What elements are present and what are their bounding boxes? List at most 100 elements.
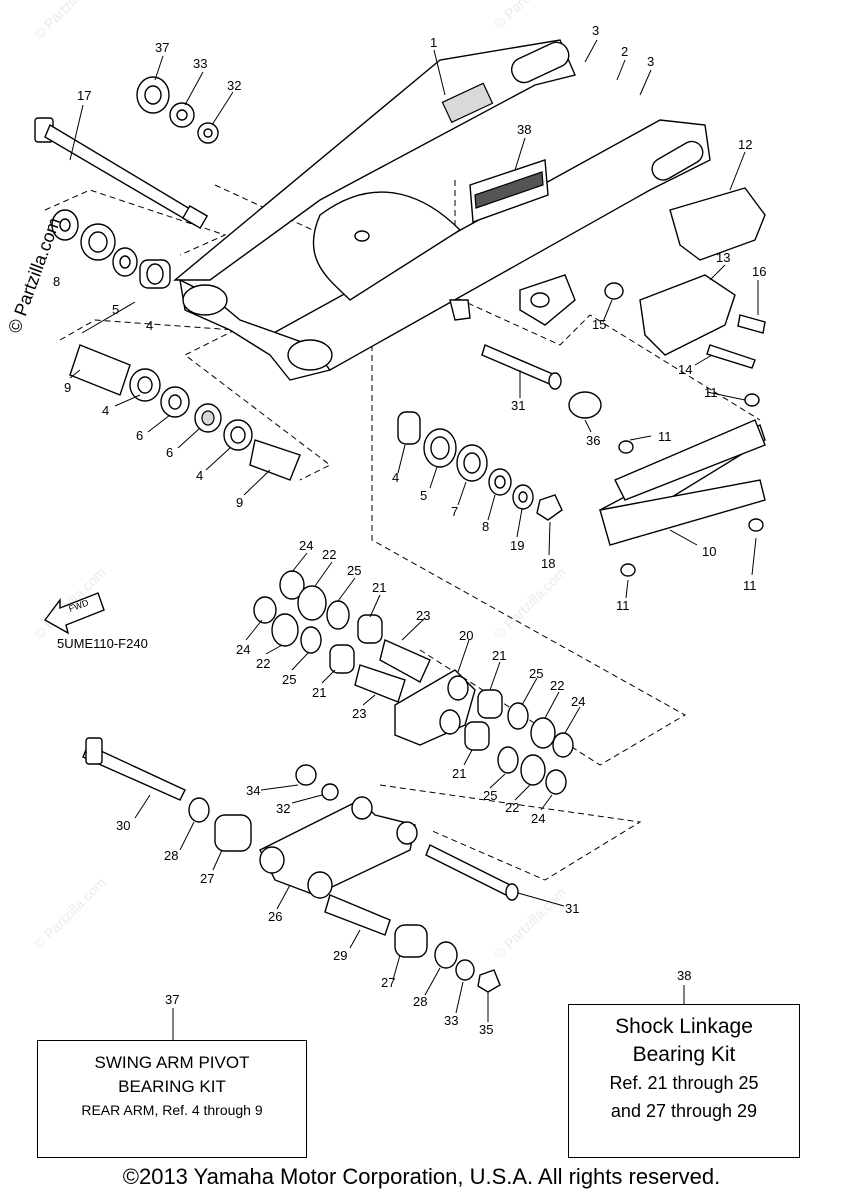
callout-17: 17 xyxy=(77,88,91,103)
callout-7: 7 xyxy=(451,504,458,519)
callout-37: 37 xyxy=(165,992,179,1007)
callout-6: 6 xyxy=(136,428,143,443)
callout-24: 24 xyxy=(236,642,250,657)
swing-arm-kit-line1: SWING ARM PIVOT xyxy=(94,1053,250,1072)
callout-11: 11 xyxy=(704,385,718,400)
callout-35: 37 xyxy=(155,40,169,55)
swing-arm-kit-box: SWING ARM PIVOT BEARING KIT REAR ARM, Re… xyxy=(37,1040,307,1158)
shock-kit-line1: Shock Linkage xyxy=(615,1015,753,1038)
callout-25: 25 xyxy=(347,563,361,578)
swing-arm-kit-line2: BEARING KIT xyxy=(118,1077,226,1096)
watermark-text: © Partzilla.com xyxy=(31,874,109,952)
shock-kit-line3: Ref. 21 through 25 xyxy=(609,1073,759,1093)
callout-5: 5 xyxy=(112,302,119,317)
callout-4: 4 xyxy=(102,403,109,418)
watermarks: © Partzilla.com © Partzilla.com © Partzi… xyxy=(31,0,569,962)
callout-28: 28 xyxy=(164,848,178,863)
callout-15: 15 xyxy=(592,317,606,332)
callout-31: 31 xyxy=(511,398,525,413)
copyright-notice: ©2013 Yamaha Motor Corporation, U.S.A. A… xyxy=(122,1164,721,1189)
callout-3: 3 xyxy=(647,54,654,69)
fwd-arrow-icon: FWD xyxy=(43,592,105,635)
watermark-text: © Partzilla.com xyxy=(491,0,569,32)
callout-4: 4 xyxy=(392,470,399,485)
callout-9: 9 xyxy=(236,495,243,510)
callout-21: 21 xyxy=(452,766,466,781)
callout-16: 16 xyxy=(752,264,766,279)
watermark-text: © Partzilla.com xyxy=(31,0,109,42)
callout-25: 25 xyxy=(282,672,296,687)
callout-12: 12 xyxy=(738,137,752,152)
callout-25: 25 xyxy=(529,666,543,681)
callout-21: 21 xyxy=(312,685,326,700)
swing-arm xyxy=(173,39,711,381)
callout-33: 33 xyxy=(193,56,207,71)
callout-2: 2 xyxy=(621,44,628,59)
callout-4: 4 xyxy=(146,318,153,333)
shock-kit-line4: and 27 through 29 xyxy=(610,1101,758,1121)
callout-24: 24 xyxy=(299,538,313,553)
shock-kit-box: Shock Linkage Bearing Kit Ref. 21 throug… xyxy=(568,1004,800,1158)
callout-31: 31 xyxy=(565,901,579,916)
callout-26: 26 xyxy=(268,909,282,924)
callout-32: 32 xyxy=(227,78,241,93)
callout-9: 9 xyxy=(64,380,71,395)
callout-38: 38 xyxy=(677,968,691,983)
callout-21: 21 xyxy=(492,648,506,663)
callout-18: 18 xyxy=(541,556,555,571)
chain-guides xyxy=(604,187,766,369)
diagram-code: 5UME110-F240 xyxy=(57,636,148,651)
callout-21: 21 xyxy=(372,580,386,595)
callout-11: 11 xyxy=(658,429,672,444)
pivot-shaft xyxy=(34,117,209,230)
callout-numbers: 1 2 3 3 4 4 4 4 5 5 6 6 7 8 8 9 9 10 11 … xyxy=(53,23,766,1037)
callout-34: 36 xyxy=(586,433,600,448)
callout-22: 22 xyxy=(550,678,564,693)
callout-33: 35 xyxy=(479,1022,493,1037)
callout-3: 3 xyxy=(592,23,599,38)
callout-25: 25 xyxy=(483,788,497,803)
callout-5: 5 xyxy=(420,488,427,503)
chain-slider xyxy=(599,393,766,577)
callout-32: 33 xyxy=(444,1013,458,1028)
callout-28: 28 xyxy=(413,994,427,1009)
callout-23: 23 xyxy=(416,608,430,623)
callout-29: 29 xyxy=(333,948,347,963)
callout-11: 11 xyxy=(743,578,757,593)
pivot-bolt-upper xyxy=(481,344,602,419)
callout-33: 34 xyxy=(246,783,260,798)
callout-13: 13 xyxy=(716,250,730,265)
connecting-rod xyxy=(82,737,519,993)
callout-22: 22 xyxy=(256,656,270,671)
relay-bearings xyxy=(397,411,563,521)
callout-1: 1 xyxy=(430,35,437,50)
callout-19: 19 xyxy=(510,538,524,553)
callout-10: 10 xyxy=(702,544,716,559)
watermark-text: © Partzilla.com xyxy=(491,884,569,962)
callout-14: 14 xyxy=(678,362,692,377)
watermark-text: © Partzilla.com xyxy=(491,564,569,642)
callout-23: 23 xyxy=(352,706,366,721)
callout-4: 4 xyxy=(196,468,203,483)
callout-27: 27 xyxy=(381,975,395,990)
callout-32: 32 xyxy=(276,801,290,816)
callout-27: 27 xyxy=(200,871,214,886)
callout-24: 24 xyxy=(571,694,585,709)
callout-20: 20 xyxy=(459,628,473,643)
callout-11: 11 xyxy=(616,598,630,613)
swing-arm-kit-line3: REAR ARM, Ref. 4 through 9 xyxy=(81,1102,263,1118)
relay-arm xyxy=(253,570,574,795)
callout-36: 38 xyxy=(517,122,531,137)
callout-6: 6 xyxy=(166,445,173,460)
callout-30: 30 xyxy=(116,818,130,833)
shock-kit-line2: Bearing Kit xyxy=(632,1043,736,1066)
callout-24: 24 xyxy=(531,811,545,826)
pivot-bearings xyxy=(51,76,301,481)
callout-8: 8 xyxy=(53,274,60,289)
callout-22: 22 xyxy=(322,547,336,562)
callout-22: 22 xyxy=(505,800,519,815)
callout-8: 8 xyxy=(482,519,489,534)
leader-lines xyxy=(69,39,759,1040)
warning-label xyxy=(469,159,549,223)
